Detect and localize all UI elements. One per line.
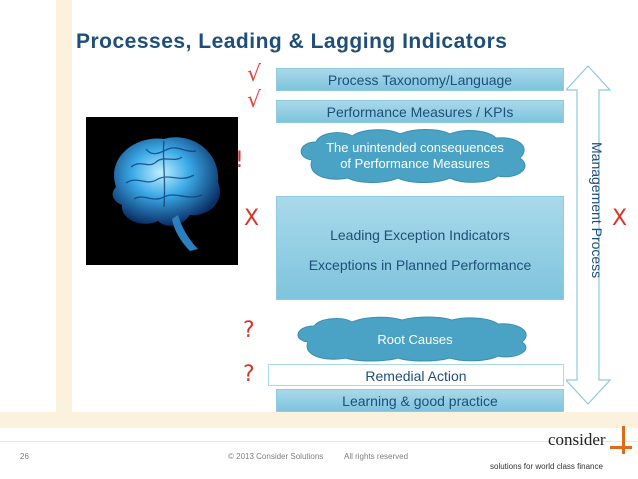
cloud-root-causes-label: Root Causes bbox=[377, 332, 453, 347]
cloud-root-causes: Root Causes bbox=[290, 316, 540, 362]
box-leading-indicators: Leading Exception Indicators Exceptions … bbox=[276, 196, 564, 300]
question-mark-root: ? bbox=[243, 318, 255, 343]
page-number: 26 bbox=[20, 452, 29, 461]
cloud-shape-icon bbox=[297, 316, 527, 362]
x-mark-leading: X bbox=[244, 206, 260, 231]
logo-text: consider bbox=[548, 430, 606, 449]
cloud-unintended: The unintended consequences of Performan… bbox=[292, 128, 538, 184]
box-learning-label: Learning & good practice bbox=[342, 393, 498, 409]
footer-copyright: © 2013 Consider Solutions bbox=[228, 452, 324, 461]
footer-divider bbox=[0, 441, 638, 442]
box-remedial-label: Remedial Action bbox=[365, 368, 467, 384]
left-accent-bar bbox=[56, 0, 72, 412]
leading-title: Leading Exception Indicators bbox=[330, 227, 510, 243]
slide-title: Processes, Leading & Lagging Indicators bbox=[76, 30, 508, 53]
footer-rights: All rights reserved bbox=[344, 452, 409, 461]
footer-tagline: solutions for world class finance bbox=[490, 462, 603, 471]
management-process-label: Management Process bbox=[589, 141, 605, 279]
box-remedial-action: Remedial Action bbox=[268, 364, 564, 386]
question-mark-remedial: ? bbox=[243, 362, 255, 387]
brain-image bbox=[86, 117, 238, 265]
check-mark-taxonomy: √ bbox=[247, 62, 262, 87]
box-kpis: Performance Measures / KPIs bbox=[276, 100, 564, 123]
box-learning: Learning & good practice bbox=[276, 389, 564, 412]
box-taxonomy-label: Process Taxonomy/Language bbox=[327, 72, 513, 88]
box-kpis-label: Performance Measures / KPIs bbox=[326, 104, 514, 120]
bottom-accent-bar bbox=[0, 412, 638, 428]
leading-subtitle: Exceptions in Planned Performance bbox=[308, 257, 532, 273]
box-taxonomy: Process Taxonomy/Language bbox=[276, 68, 564, 91]
cloud-shape-icon bbox=[300, 129, 526, 183]
brain-icon bbox=[112, 137, 220, 251]
cloud-unintended-line2: of Performance Measures bbox=[340, 156, 490, 171]
x-mark-right: X bbox=[612, 206, 628, 231]
consider-logo: consider bbox=[548, 426, 634, 466]
logo-cross-vertical bbox=[622, 426, 625, 454]
check-mark-kpis: √ bbox=[247, 88, 262, 113]
exclamation-mark: ! bbox=[235, 148, 244, 173]
cloud-unintended-line1: The unintended consequences bbox=[326, 140, 504, 155]
double-arrow-icon bbox=[566, 65, 612, 405]
logo-cross-horizontal bbox=[610, 446, 632, 449]
